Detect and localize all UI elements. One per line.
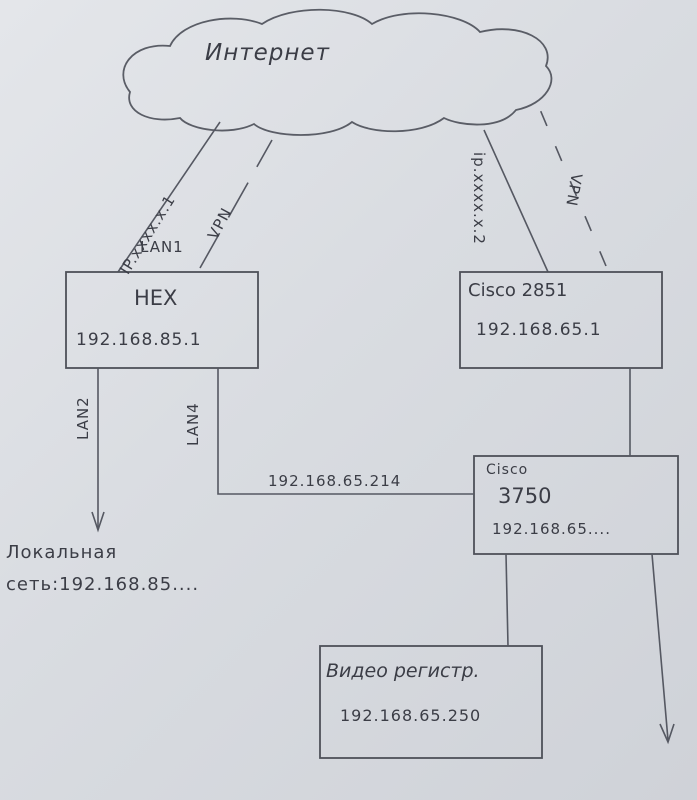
cisco2851-ip: 192.168.65.1 <box>476 320 602 340</box>
downstream-arrowhead <box>659 723 675 745</box>
hex-ip: 192.168.85.1 <box>76 330 202 350</box>
cisco3750-model: 3750 <box>498 484 552 508</box>
hex-title: HEX <box>134 286 178 310</box>
internet-cloud <box>122 8 553 136</box>
cisco-wan-ip-label: ip.xxxx.x.2 <box>470 152 488 245</box>
lan2-arrowhead <box>91 511 105 533</box>
dvr-box <box>319 645 543 759</box>
downstream-link <box>651 553 669 741</box>
dvr-ip: 192.168.65.250 <box>340 706 482 725</box>
dvr-title: Видео регистр. <box>326 660 480 682</box>
lan4-label: LAN4 <box>184 402 202 446</box>
cisco2851-title: Cisco 2851 <box>468 280 568 301</box>
local-net-line1: Локальная <box>6 542 118 563</box>
lan2-label: LAN2 <box>74 396 92 440</box>
local-net-line2: сеть:192.168.85.... <box>6 574 200 595</box>
cisco-vpn-link <box>535 99 607 267</box>
internet-label: Интернет <box>205 40 330 66</box>
hex-lan1-label: LAN1 <box>140 238 184 256</box>
lan4-link <box>217 368 474 495</box>
hex-wan-link <box>117 121 221 273</box>
dvr-link <box>505 553 509 647</box>
hex-box <box>65 271 259 369</box>
cisco3750-title: Cisco <box>486 462 529 478</box>
cisco2851-box <box>459 271 663 369</box>
hex-vpn-link <box>199 139 273 269</box>
cisco3750-ip: 192.168.65.... <box>492 520 611 538</box>
cisco-wan-link <box>483 129 549 273</box>
cisco3750-box <box>473 455 679 555</box>
lan4-ip-label: 192.168.65.214 <box>268 472 402 490</box>
